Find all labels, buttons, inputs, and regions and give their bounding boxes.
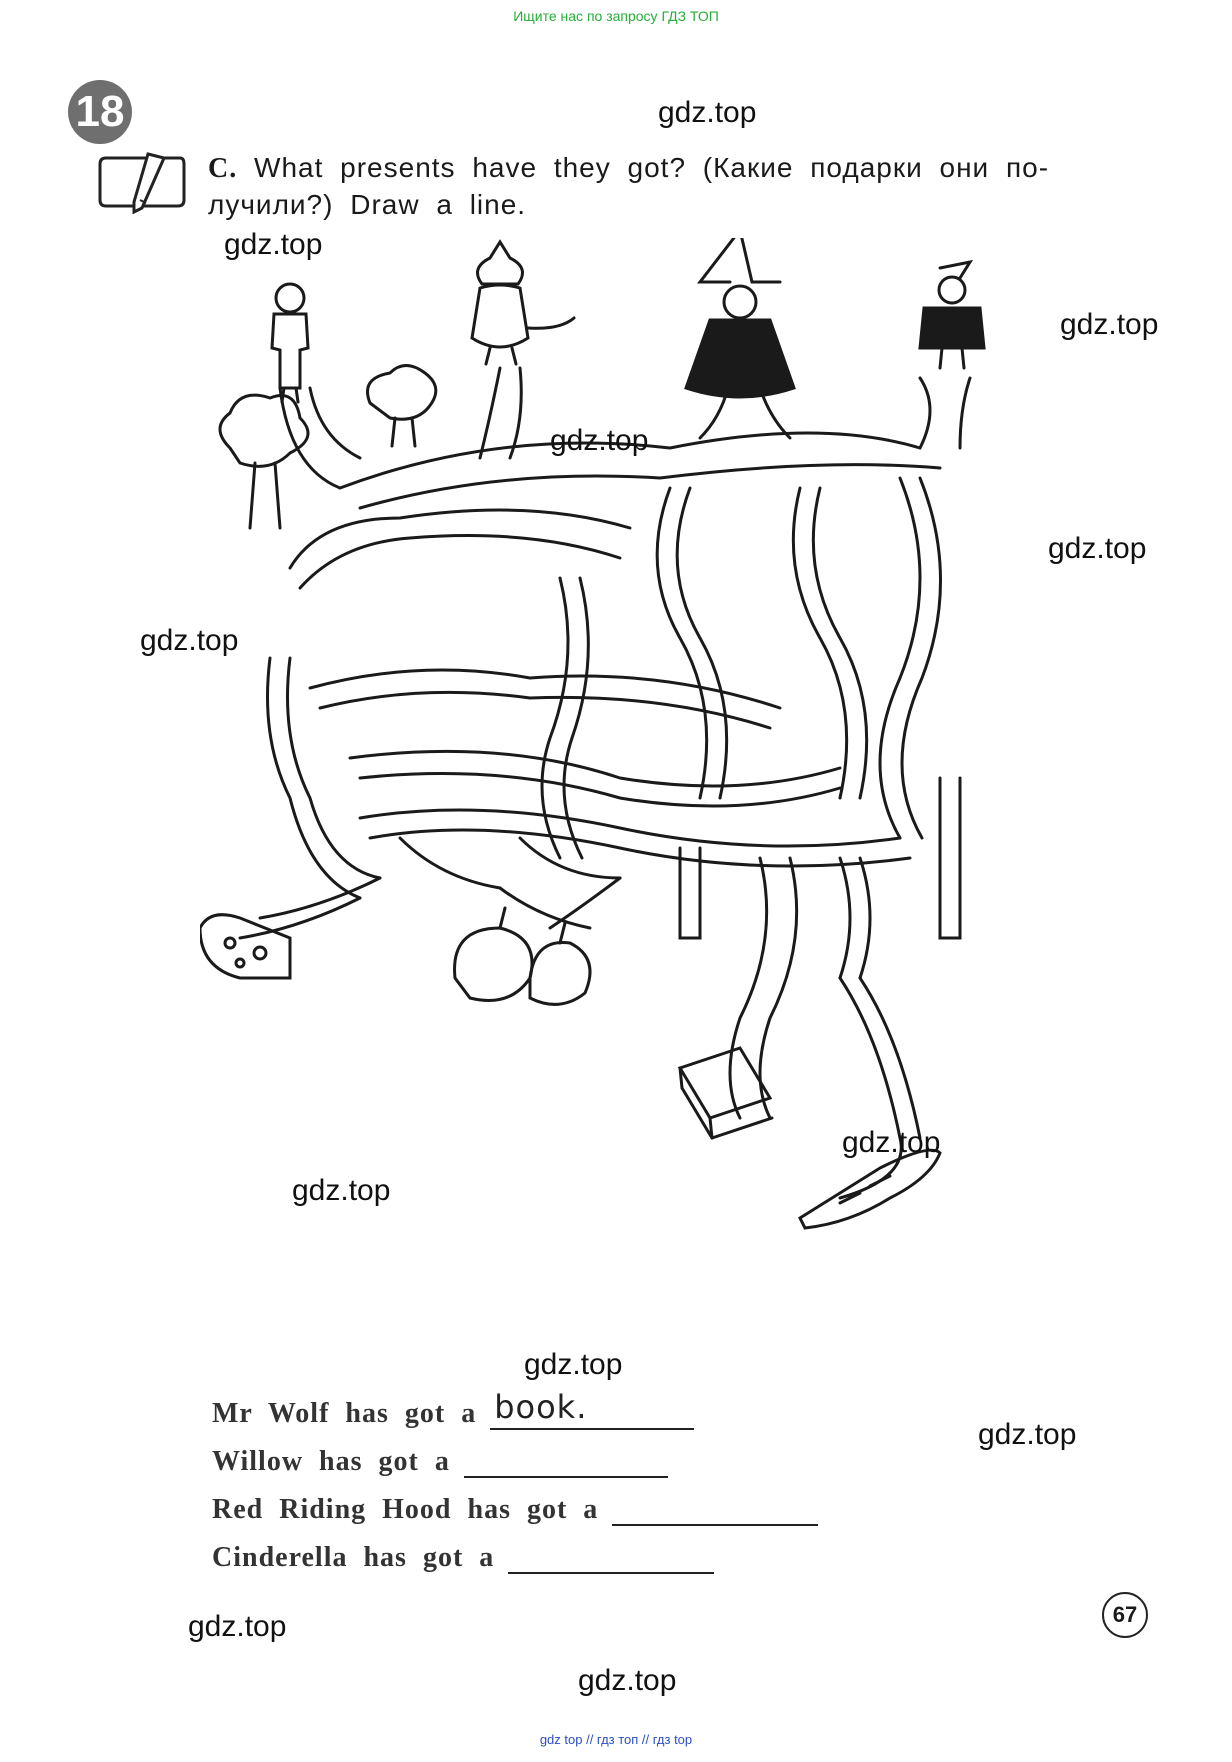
present-apples <box>453 906 592 1006</box>
sentence-mr-wolf: Mr Wolf has got a book. <box>212 1388 695 1430</box>
answer-text: book. <box>494 1388 588 1426</box>
page-number: 67 <box>1102 1592 1148 1638</box>
sentence-cinderella: Cinderella has got a <box>212 1538 715 1574</box>
watermark: gdz.top <box>978 1418 1077 1451</box>
tree-left <box>218 393 310 530</box>
sentence-willow: Willow has got a <box>212 1442 668 1478</box>
watermark: gdz.top <box>842 1126 941 1159</box>
cinderella-figure <box>918 259 986 370</box>
lesson-number-badge: 18 <box>68 80 132 144</box>
answer-blank[interactable] <box>508 1538 715 1574</box>
witch-figure <box>684 238 796 399</box>
present-cheese <box>200 913 292 980</box>
watermark: gdz.top <box>1060 308 1159 341</box>
sentence-text: Cinderella has got a <box>212 1542 495 1573</box>
sentence-text: Red Riding Hood has got a <box>212 1494 599 1525</box>
watermark: gdz.top <box>292 1174 391 1207</box>
sentence-text: Mr Wolf has got a <box>212 1398 477 1429</box>
answer-blank[interactable] <box>612 1490 819 1526</box>
willow-figure <box>270 282 310 404</box>
watermark: gdz.top <box>524 1348 623 1381</box>
pencil-notebook-icon <box>98 152 186 214</box>
task-instruction: C. What presents have they got? (Какие п… <box>208 150 1128 223</box>
answer-blank[interactable] <box>463 1442 668 1478</box>
task-text: What presents have they got? (Какие пода… <box>208 152 1050 220</box>
sentence-text: Willow has got a <box>212 1446 450 1477</box>
watermark: gdz.top <box>1048 532 1147 565</box>
watermark: gdz.top <box>658 96 757 129</box>
present-shoe <box>798 1148 942 1230</box>
watermark: gdz.top <box>140 624 239 657</box>
sentence-red-riding-hood: Red Riding Hood has got a <box>212 1490 819 1526</box>
bottom-banner[interactable]: gdz top // гдз топ // гдз top <box>539 1732 693 1747</box>
present-book <box>677 1046 774 1140</box>
watermark: gdz.top <box>550 424 649 457</box>
tree-middle <box>366 364 438 448</box>
watermark: gdz.top <box>578 1664 677 1697</box>
top-banner[interactable]: Ищите нас по запросу ГДЗ ТОП <box>513 8 719 24</box>
mr-wolf-figure <box>470 239 576 366</box>
task-letter: C. <box>208 153 238 184</box>
watermark: gdz.top <box>224 228 323 261</box>
watermark: gdz.top <box>188 1610 287 1643</box>
answer-blank[interactable]: book. <box>490 1388 695 1430</box>
maze-illustration <box>200 238 986 1230</box>
